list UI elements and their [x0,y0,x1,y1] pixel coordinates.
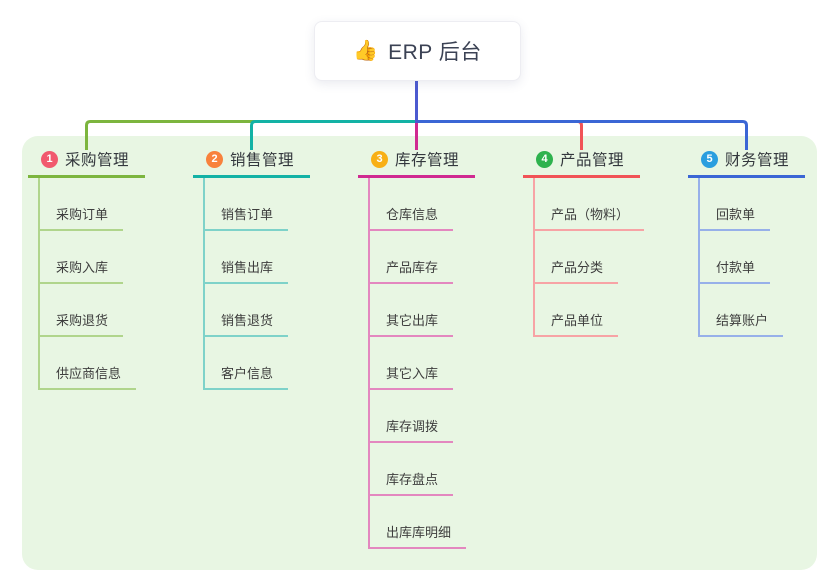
mindmap-node-label: 供应商信息 [40,363,137,390]
mindmap-node[interactable]: 供应商信息 [40,337,137,390]
branch-column: 1 采购管理 采购订单采购入库采购退货供应商信息 [28,148,145,390]
branch-node-label: 采购管理 [65,152,130,169]
mindmap-node[interactable]: 库存调拨 [370,390,466,443]
mindmap-node[interactable]: 客户信息 [205,337,289,390]
mindmap-node-label: 销售退货 [205,310,289,337]
mindmap-node-label: 销售订单 [205,204,289,231]
mindmap-node-label: 库存调拨 [370,416,454,443]
branch-number-badge: 5 [701,150,718,168]
mindmap-node-label: 其它出库 [370,310,454,337]
branch-column: 3 库存管理 仓库信息产品库存其它出库其它入库库存调拨库存盘点出库库明细 [358,148,475,549]
mindmap-node[interactable]: 采购退货 [40,284,136,337]
mindmap-node-label: 采购入库 [40,257,124,284]
branch-column: 2 销售管理 销售订单销售出库销售退货客户信息 [193,148,310,390]
branch-node-label: 库存管理 [395,152,460,169]
mindmap-node-label: 出库库明细 [370,522,467,549]
mindmap-node[interactable]: 其它入库 [370,337,466,390]
mindmap-node-label: 客户信息 [205,363,289,390]
branch-children: 产品（物料） 产品分类产品单位 [533,178,645,337]
mindmap-node-label: 其它入库 [370,363,454,390]
mindmap-node[interactable]: 产品单位 [535,284,644,337]
branch-children: 采购订单采购入库采购退货供应商信息 [38,178,137,390]
branch-number-badge: 2 [206,150,223,168]
mindmap-node[interactable]: 库存盘点 [370,443,466,496]
branch-number-badge: 4 [536,150,553,168]
branch-node-label: 产品管理 [560,152,625,169]
group-panel [22,136,817,570]
mindmap-node-label: 回款单 [700,204,771,231]
mindmap-node[interactable]: 其它出库 [370,284,466,337]
mindmap-node-label: 产品单位 [535,310,619,337]
branch-children: 回款单付款单结算账户 [698,178,784,337]
mindmap-node[interactable]: 采购订单 [40,178,136,231]
branch-node-label: 销售管理 [230,152,295,169]
branch-column: 5 财务管理 回款单付款单结算账户 [688,148,805,337]
mindmap-node-label: 销售出库 [205,257,289,284]
mindmap-node[interactable]: 销售退货 [205,284,289,337]
mindmap-node-label: 产品分类 [535,257,619,284]
mindmap-node-label: 采购退货 [40,310,124,337]
branch-node[interactable]: 2 销售管理 [193,148,310,178]
mindmap-node[interactable]: 产品分类 [535,231,644,284]
branch-column: 4 产品管理 产品（物料） 产品分类产品单位 [523,148,645,337]
branch-number-badge: 3 [371,150,388,168]
branch-children: 仓库信息产品库存其它出库其它入库库存调拨库存盘点出库库明细 [368,178,467,549]
mindmap-node-label: 付款单 [700,257,771,284]
branch-children: 销售订单销售出库销售退货客户信息 [203,178,289,390]
mindmap-node[interactable]: 采购入库 [40,231,136,284]
mindmap-node[interactable]: 销售订单 [205,178,289,231]
mindmap-node[interactable]: 产品库存 [370,231,466,284]
mindmap-node[interactable]: 仓库信息 [370,178,466,231]
mindmap-node-label: 仓库信息 [370,204,454,231]
mindmap-node[interactable]: 产品（物料） [535,178,645,231]
branch-node[interactable]: 1 采购管理 [28,148,145,178]
mindmap-node-label: 采购订单 [40,204,124,231]
branch-node[interactable]: 4 产品管理 [523,148,640,178]
mindmap-node-label: 库存盘点 [370,469,454,496]
mindmap-node-label: 结算账户 [700,310,784,337]
branch-node[interactable]: 3 库存管理 [358,148,475,178]
root-node[interactable]: 👍 ERP 后台 [314,21,521,81]
branch-number-badge: 1 [41,150,58,168]
mindmap-node-label: 产品库存 [370,257,454,284]
mindmap-node[interactable]: 出库库明细 [370,496,467,549]
mindmap-node-label: 产品（物料） [535,204,645,231]
mindmap-node[interactable]: 结算账户 [700,284,784,337]
mindmap-node[interactable]: 付款单 [700,231,783,284]
root-node-label: ERP 后台 [388,41,482,64]
mindmap-node[interactable]: 销售出库 [205,231,289,284]
mindmap-node[interactable]: 回款单 [700,178,783,231]
branch-node[interactable]: 5 财务管理 [688,148,805,178]
branch-node-label: 财务管理 [725,152,790,169]
thumbs-up-icon: 👍 [353,40,379,62]
